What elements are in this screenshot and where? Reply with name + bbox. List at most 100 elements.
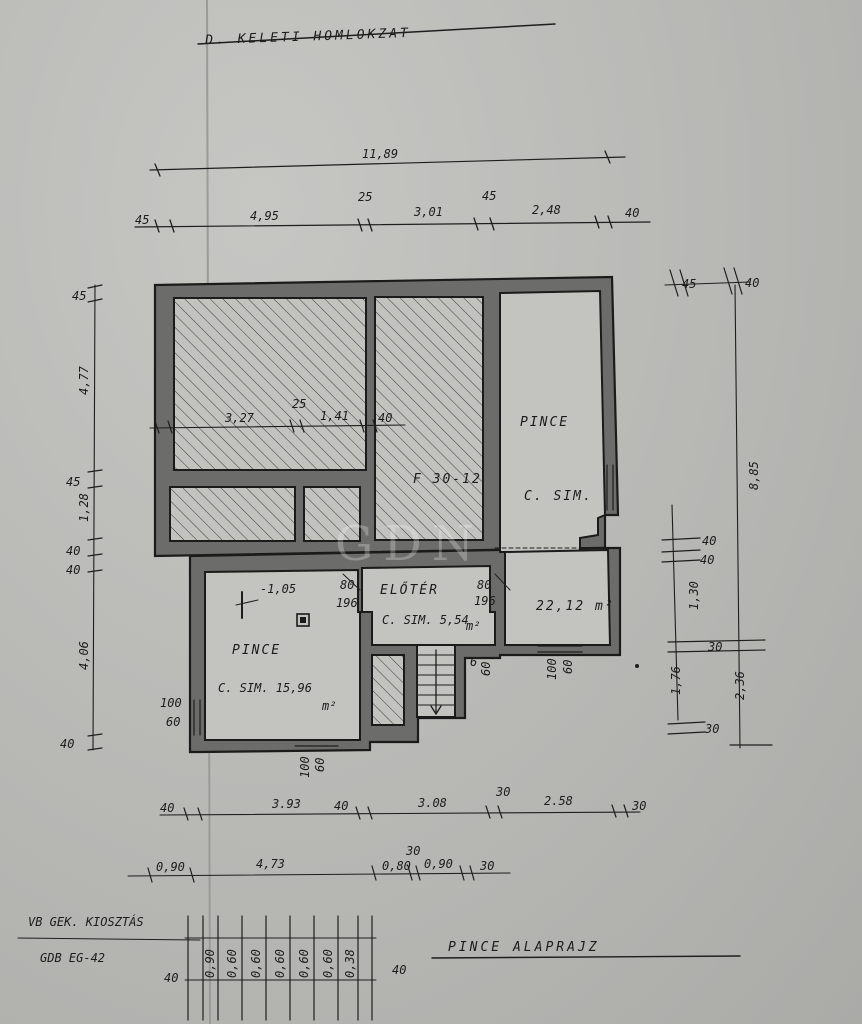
room-hatched-3 xyxy=(169,486,296,542)
header-underline xyxy=(197,23,556,45)
chimney-core xyxy=(300,617,306,623)
dim-b1-393: 3.93 xyxy=(271,797,301,811)
dim-left-40c: 40 xyxy=(60,737,74,751)
footer-note-2: GDB EG-42 xyxy=(40,951,105,965)
room-hatched-2 xyxy=(374,296,484,541)
watermark-logo: GDN xyxy=(335,516,484,572)
dim-60d: 60 xyxy=(479,662,493,676)
dim-top-301: 3,01 xyxy=(413,205,443,219)
dim-top-248: 2,48 xyxy=(532,203,561,217)
dim-b2-473: 4,73 xyxy=(256,857,285,871)
ink-dot xyxy=(635,664,639,668)
door-lines xyxy=(342,547,581,591)
dim-100b: 100 xyxy=(298,756,312,778)
dim-b2-090b: 0,90 xyxy=(424,857,453,871)
dim-327: 3,27 xyxy=(224,411,255,425)
label-m2-eloter: m² xyxy=(465,619,480,633)
dim-right-40: 40 xyxy=(745,276,759,290)
dim-left-477: 4,77 xyxy=(77,365,91,395)
dim-100c: 100 xyxy=(545,658,559,680)
dim-top-495: 4,95 xyxy=(250,209,279,223)
footer: VB GEK. KIOSZTÁS GDB EG-42 PINCE ALAPRAJ… xyxy=(17,914,741,1021)
dim-b2-080: 0,80 xyxy=(382,859,411,873)
lintel-label: F 30-12 xyxy=(413,472,482,487)
dim-top-40: 40 xyxy=(625,206,639,220)
chimney-icon xyxy=(296,613,310,627)
room-hatched-4 xyxy=(303,486,361,542)
dim-80a: 80 xyxy=(340,578,354,592)
footer-note-1: VB GEK. KIOSZTÁS xyxy=(28,914,144,929)
top-dimensions: 11,89 45 4,95 25 3,01 45 2,48 40 xyxy=(134,147,651,233)
dim-right-45: 45 xyxy=(682,277,696,291)
label-eloter: ELŐTÉR xyxy=(380,582,439,598)
left-dimensions: 45 4,77 45 1,28 40 40 4,06 40 xyxy=(60,284,103,751)
dim-b1-308: 3.08 xyxy=(417,796,447,810)
dim-left-45b: 45 xyxy=(66,475,80,489)
bottom-dimensions-2: 0,90 4,73 30 0,80 0,90 30 xyxy=(127,844,511,883)
dim-overall: 11,89 xyxy=(362,147,398,161)
label-area-22-12: 22,12 m² xyxy=(536,599,615,614)
rooms xyxy=(169,289,612,741)
room-hatched-5 xyxy=(371,654,405,726)
dim-right-176: 1,76 xyxy=(669,666,683,695)
dim-left-128: 1,28 xyxy=(77,493,91,522)
dim-100a: 100 xyxy=(160,696,182,710)
dim-25-inner: 25 xyxy=(292,397,306,411)
dim-right-236: 2,36 xyxy=(733,671,747,700)
dim-right-30b: 30 xyxy=(704,722,719,736)
label-pince-lower: PINCE xyxy=(232,643,281,658)
strip-060a: 0,60 xyxy=(225,949,239,978)
dim-141: 1,41 xyxy=(320,409,349,423)
level-value: -1,05 xyxy=(260,582,296,596)
label-csim-eloter: C. SIM. 5,54 xyxy=(382,613,469,627)
label-m2-lower: m² xyxy=(321,699,336,713)
bottom-dimensions-1: 40 3.93 40 3.08 30 2.58 30 xyxy=(159,785,646,821)
header-title: D. KELETI HOMLOKZAT xyxy=(204,26,411,48)
dim-right-885: 8,85 xyxy=(747,461,761,490)
dim-80b: 80 xyxy=(477,578,491,592)
dim-6: 6 xyxy=(470,655,477,669)
strip-038: 0,38 xyxy=(343,949,357,978)
strip-40a: 40 xyxy=(164,971,178,985)
dim-right-40b: 40 xyxy=(700,553,714,567)
interior-dimensions: 3,27 25 1,41 40 xyxy=(149,397,406,434)
stair-treads xyxy=(416,649,456,716)
dim-right-30a: 30 xyxy=(707,640,722,654)
dim-b2-30b: 30 xyxy=(479,859,494,873)
label-csim-lower: C. SIM. 15,96 xyxy=(218,681,312,695)
dim-left-40b: 40 xyxy=(66,563,80,577)
strip-060e: 0,60 xyxy=(321,949,335,978)
strip-060d: 0,60 xyxy=(297,949,311,978)
strip-40b: 40 xyxy=(392,963,406,977)
label-pince-upper: PINCE xyxy=(520,415,569,430)
windows xyxy=(193,464,614,747)
dim-b2-30: 30 xyxy=(405,844,420,858)
dim-b1-30: 30 xyxy=(495,785,510,799)
label-csim-upper: C. SIM. xyxy=(524,489,593,504)
strip-090: 0,90 xyxy=(203,949,217,978)
room-labels: F 30-12 PINCE C. SIM. -1,05 80 196 80 19… xyxy=(160,415,615,778)
room-eloter xyxy=(361,564,496,646)
footer-title: PINCE ALAPRAJZ xyxy=(448,940,600,955)
dim-right-130: 1,30 xyxy=(687,581,701,610)
dim-b1-30b: 30 xyxy=(631,799,646,813)
dim-b1-40: 40 xyxy=(160,801,174,815)
dim-right-40a: 40 xyxy=(702,534,716,548)
dim-b1-40b: 40 xyxy=(334,799,348,813)
dim-60b: 60 xyxy=(313,758,327,772)
dim-b2-090: 0,90 xyxy=(156,860,185,874)
strip-060c: 0,60 xyxy=(273,949,287,978)
dim-left-40a: 40 xyxy=(66,544,80,558)
strip-060b: 0,60 xyxy=(249,949,263,978)
dim-left-45: 45 xyxy=(72,289,86,303)
room-hatched-1 xyxy=(173,297,367,471)
dim-60a: 60 xyxy=(166,715,180,729)
dim-left-406: 4,06 xyxy=(77,641,91,670)
room-pince-lower xyxy=(204,568,361,741)
dim-60c: 60 xyxy=(561,660,575,674)
right-dimensions: 45 40 8,85 40 40 1,30 30 1,76 2,36 30 xyxy=(661,267,773,749)
dim-40-inner: 40 xyxy=(378,411,392,425)
dim-196a: 196 xyxy=(336,596,358,610)
